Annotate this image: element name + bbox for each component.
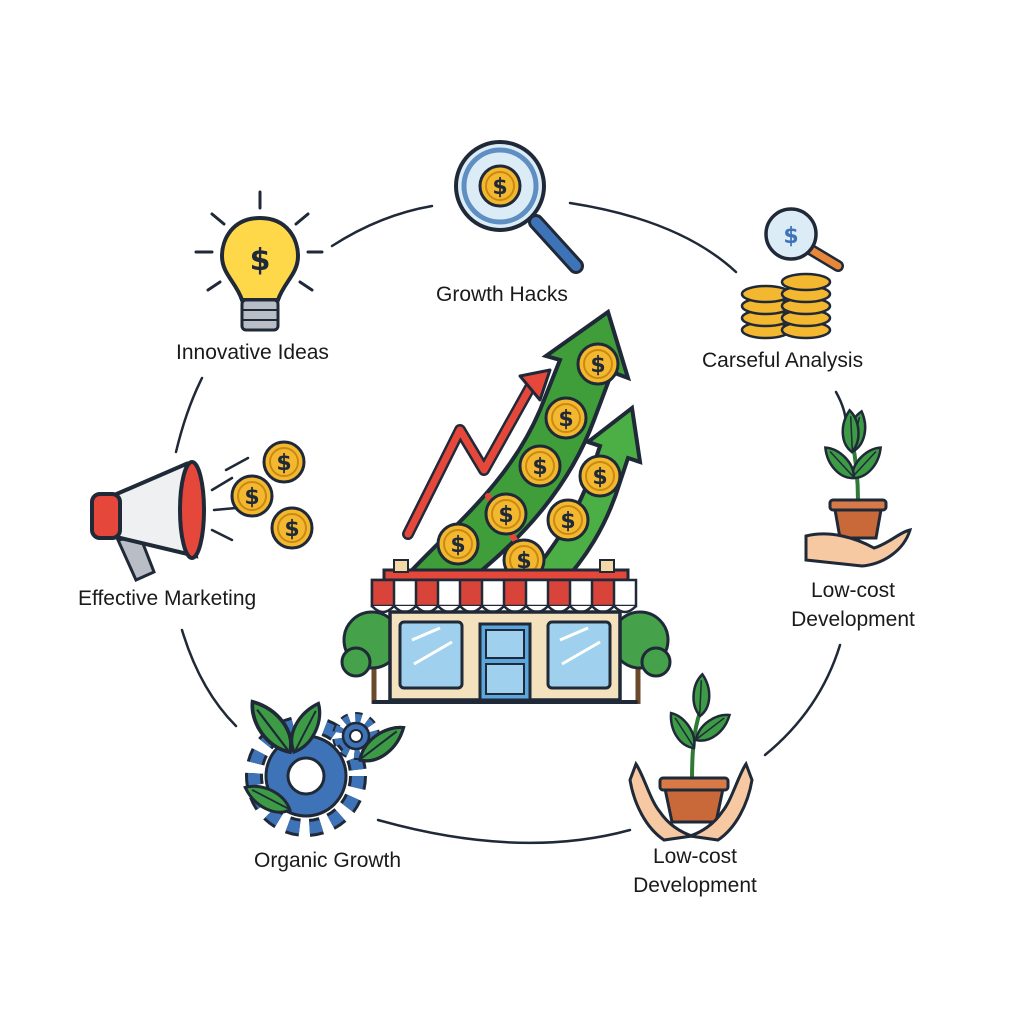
low-cost-right-line1: Low-cost bbox=[810, 579, 896, 602]
connector-lowcost-lowcost bbox=[763, 643, 842, 757]
low-cost-development-right-label: Low-cost Development bbox=[782, 576, 924, 634]
svg-text:$: $ bbox=[250, 243, 271, 278]
careful-analysis-label: Carseful Analysis bbox=[702, 349, 864, 372]
organic-growth-label: Organic Growth bbox=[254, 849, 402, 872]
coin-stacks-magnifier-icon: $ bbox=[740, 207, 844, 340]
awning bbox=[370, 578, 638, 614]
low-cost-right-line2: Development bbox=[791, 608, 915, 631]
cycle-connectors bbox=[174, 201, 848, 845]
growth-hacks-label: Growth Hacks bbox=[436, 283, 568, 306]
svg-text:$: $ bbox=[783, 224, 798, 249]
hand-plant-icon bbox=[804, 408, 913, 568]
connector-marketing-ideas bbox=[174, 376, 204, 454]
storefront-growth-arrows-icon bbox=[340, 308, 672, 704]
tree-right bbox=[610, 610, 672, 704]
connector-ideas-hacks bbox=[330, 204, 434, 248]
magnifier-coin-icon bbox=[454, 140, 584, 274]
low-cost-bottom-line1: Low-cost bbox=[652, 845, 738, 868]
gears-leaves-icon bbox=[240, 691, 413, 837]
innovative-ideas-label: Innovative Ideas bbox=[176, 341, 329, 364]
effective-marketing-label: Effective Marketing bbox=[78, 587, 257, 610]
lightbulb-dollar-icon: $ bbox=[194, 190, 324, 332]
connector-organic-marketing bbox=[180, 628, 238, 728]
tree-left bbox=[340, 610, 402, 704]
connector-hacks-analysis bbox=[568, 201, 738, 274]
low-cost-development-bottom-label: Low-cost Development bbox=[624, 842, 766, 900]
low-cost-bottom-line2: Development bbox=[633, 874, 757, 897]
hands-plant-icon bbox=[628, 672, 754, 842]
connector-lowcost-organic bbox=[376, 818, 632, 845]
megaphone-coins-icon bbox=[90, 440, 314, 582]
